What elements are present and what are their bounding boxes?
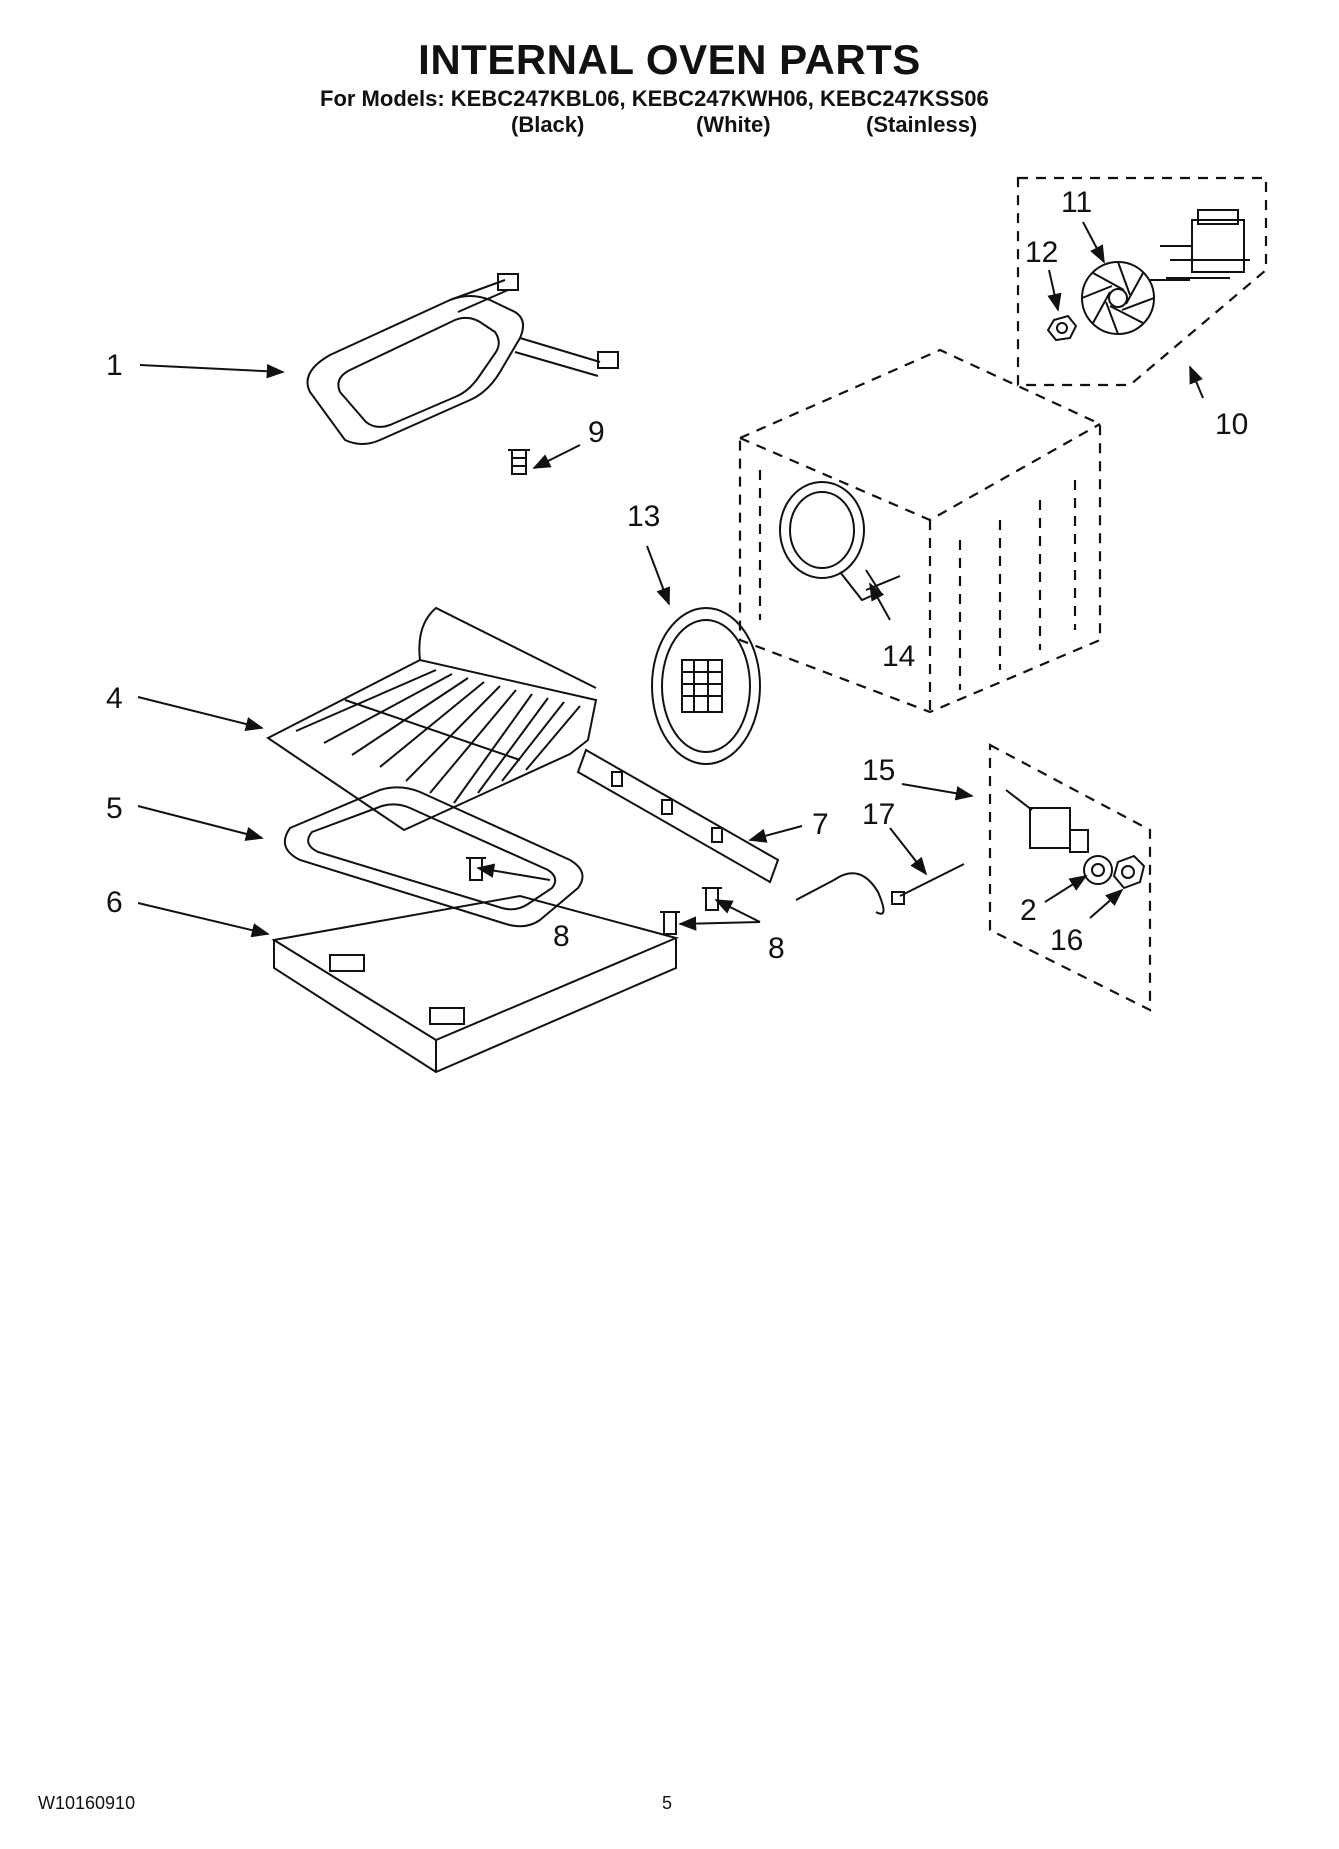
leader-14	[869, 582, 891, 621]
leader-arrows	[137, 221, 1204, 938]
callout-8b: 8	[768, 932, 785, 965]
leader-9	[532, 444, 581, 469]
callout-16: 16	[1050, 924, 1083, 957]
thermostat-sensor-assembly	[1005, 789, 1089, 853]
leader-17	[889, 827, 928, 876]
callout-8a: 8	[553, 920, 570, 953]
leader-8a	[476, 863, 551, 881]
leader-6	[137, 902, 270, 938]
callout-4: 4	[106, 682, 123, 715]
fan-nut	[1046, 314, 1078, 342]
callout-15: 15	[862, 754, 895, 787]
leader-4	[137, 696, 264, 732]
document-number: W10160910	[38, 1793, 136, 1813]
screw-9	[508, 449, 530, 475]
page-title: INTERNAL OVEN PARTS	[418, 36, 921, 83]
callout-7: 7	[812, 808, 829, 841]
callout-2: 2	[1020, 894, 1037, 927]
callout-14: 14	[882, 640, 915, 673]
oven-bottom-cover	[271, 894, 680, 1074]
callout-10: 10	[1215, 408, 1248, 441]
screw-8c	[660, 911, 680, 935]
variant-stainless: (Stainless)	[866, 112, 978, 137]
callout-1: 1	[106, 349, 123, 382]
fan-blade	[1081, 261, 1155, 335]
leader-7	[748, 825, 803, 843]
leader-8b-1	[714, 899, 761, 923]
temperature-probe	[795, 863, 965, 915]
callout-11: 11	[1061, 186, 1092, 219]
oven-rack	[266, 606, 598, 832]
leader-1	[139, 364, 285, 379]
callout-5: 5	[106, 792, 123, 825]
page-number: 5	[662, 1793, 673, 1813]
broil-element	[306, 273, 619, 445]
callout-9: 9	[588, 416, 605, 449]
leader-16	[1089, 888, 1124, 919]
leader-11	[1082, 221, 1105, 264]
callout-12: 12	[1025, 236, 1058, 269]
bake-element	[283, 786, 584, 928]
models-line: For Models: KEBC247KBL06, KEBC247KWH06, …	[320, 86, 989, 111]
sensor-nut	[1112, 854, 1146, 890]
washer	[1083, 855, 1113, 885]
convection-fan-motor	[1150, 209, 1250, 281]
oven-cavity-outline	[738, 348, 1102, 714]
rack-support	[576, 748, 780, 884]
fan-cover	[651, 607, 761, 765]
callout-6: 6	[106, 886, 123, 919]
leader-12	[1047, 269, 1062, 312]
leader-13	[646, 545, 670, 606]
callout-17: 17	[862, 798, 895, 831]
fan-motor-group-outline	[1016, 176, 1268, 387]
sensor-group-outline	[988, 743, 1152, 1012]
leader-8b-2	[678, 916, 761, 931]
callout-labels: 1 9 10 11 12 13 14 4 5 6 7 8 8 15 17 2 1…	[106, 186, 1248, 965]
leader-15	[901, 783, 974, 801]
leader-10	[1189, 365, 1204, 399]
leader-2	[1044, 875, 1088, 903]
variant-white: (White)	[696, 112, 771, 137]
leader-5	[137, 805, 264, 841]
convection-element	[779, 481, 901, 602]
callout-13: 13	[627, 500, 660, 533]
variant-black: (Black)	[511, 112, 585, 137]
screw-8b	[702, 887, 722, 911]
